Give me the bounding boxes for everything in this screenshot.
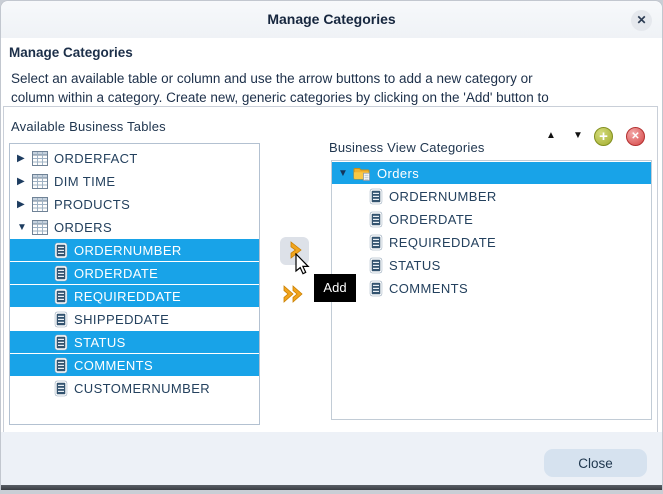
table-icon <box>32 197 48 212</box>
tree-item-label: STATUS <box>389 258 441 273</box>
available-table-item-customernumber[interactable]: CUSTOMERNUMBER <box>10 377 259 400</box>
column-icon <box>54 265 68 282</box>
table-icon <box>32 220 48 235</box>
remove-category-button[interactable]: ✕ <box>626 127 645 146</box>
double-chevron-right-icon <box>280 283 306 308</box>
description-line-1: Select an available table or column and … <box>11 71 533 86</box>
add-category-icon: + <box>599 128 608 145</box>
close-icon: ✕ <box>636 13 647 27</box>
available-table-item-status[interactable]: STATUS <box>10 331 259 354</box>
available-table-item-orders[interactable]: ▼ ORDERS <box>10 216 259 239</box>
move-up-icon: ▲ <box>546 130 556 141</box>
column-icon <box>54 311 68 328</box>
tree-item-label: COMMENTS <box>389 281 469 296</box>
description-line-2: column within a category. Create new, ge… <box>11 90 549 105</box>
content-area: Available Business Tables ▶ ORDERFACT ▶ DIM… <box>3 106 658 434</box>
view-categories-label: Business View Categories <box>329 140 485 155</box>
tree-item-label: Orders <box>377 165 420 181</box>
collapse-icon[interactable]: ▼ <box>338 167 349 179</box>
available-table-item-comments[interactable]: COMMENTS <box>10 354 259 377</box>
section-heading: Manage Categories <box>9 45 133 60</box>
expand-icon[interactable]: ▶ <box>17 153 26 164</box>
column-icon <box>369 211 383 228</box>
category-item-requireddate[interactable]: REQUIREDDATE <box>332 231 651 254</box>
tree-item-label: PRODUCTS <box>54 197 131 212</box>
tree-item-label: CUSTOMERNUMBER <box>74 381 211 396</box>
tree-item-label: ORDERDATE <box>74 265 159 281</box>
tree-item-label: DIM TIME <box>54 174 116 189</box>
available-tables-label: Available Business Tables <box>11 119 166 134</box>
available-table-item-products[interactable]: ▶ PRODUCTS <box>10 193 259 216</box>
add-category-button[interactable]: + <box>594 127 613 146</box>
available-table-item-ordernumber[interactable]: ORDERNUMBER <box>10 239 259 262</box>
tree-item-label: ORDERDATE <box>389 212 474 227</box>
tree-item-label: COMMENTS <box>74 357 154 373</box>
move-all-button[interactable] <box>278 284 308 306</box>
single-chevron-right-icon <box>285 238 305 265</box>
window-bottom-edge <box>1 485 662 490</box>
tree-item-label: ORDERFACT <box>54 151 138 166</box>
intro-section: Manage Categories Select an available ta… <box>1 38 662 106</box>
expand-icon[interactable]: ▶ <box>17 176 26 187</box>
category-item-ordernumber[interactable]: ORDERNUMBER <box>332 185 651 208</box>
column-icon <box>54 242 68 259</box>
tree-item-label: ORDERS <box>54 220 113 235</box>
column-icon <box>54 357 68 374</box>
tree-item-label: STATUS <box>74 334 126 350</box>
close-button[interactable]: Close <box>544 449 647 477</box>
available-tables-tree: ▶ ORDERFACT ▶ DIM TIME ▶ PRODUCTS ▼ ORDERS ORDER… <box>9 143 260 425</box>
table-icon <box>32 174 48 189</box>
column-icon <box>54 334 68 351</box>
column-icon <box>369 280 383 297</box>
category-item-comments[interactable]: COMMENTS <box>332 277 651 300</box>
add-tooltip: Add <box>314 274 356 302</box>
collapse-icon[interactable]: ▼ <box>17 222 28 233</box>
column-icon <box>369 257 383 274</box>
category-item-orders[interactable]: ▼ Orders <box>332 162 651 185</box>
move-down-button[interactable]: ▼ <box>570 128 586 144</box>
available-table-item-dim-time[interactable]: ▶ DIM TIME <box>10 170 259 193</box>
category-item-status[interactable]: STATUS <box>332 254 651 277</box>
dialog-title: Manage Categories <box>267 11 396 27</box>
available-table-item-shippeddate[interactable]: SHIPPEDDATE <box>10 308 259 331</box>
tree-item-label: ORDERNUMBER <box>74 242 182 258</box>
available-table-item-orderdate[interactable]: ORDERDATE <box>10 262 259 285</box>
dialog-close-button[interactable]: ✕ <box>631 10 652 31</box>
tree-item-label: REQUIREDDATE <box>74 288 182 304</box>
description-text: Select an available table or column and … <box>11 69 549 107</box>
move-up-button[interactable]: ▲ <box>543 128 559 144</box>
table-icon <box>32 151 48 166</box>
dialog-footer: Close <box>1 432 662 485</box>
column-icon <box>369 188 383 205</box>
expand-icon[interactable]: ▶ <box>17 199 26 210</box>
tree-item-label: ORDERNUMBER <box>389 189 497 204</box>
column-icon <box>369 234 383 251</box>
move-down-icon: ▼ <box>573 130 583 141</box>
move-selected-button[interactable] <box>280 237 309 265</box>
available-table-item-orderfact[interactable]: ▶ ORDERFACT <box>10 147 259 170</box>
column-icon <box>54 380 68 397</box>
tree-item-label: REQUIREDDATE <box>389 235 497 250</box>
category-icon <box>353 166 371 181</box>
dialog-titlebar[interactable]: Manage Categories ✕ <box>1 1 662 38</box>
tree-item-label: SHIPPEDDATE <box>74 312 170 327</box>
column-icon <box>54 288 68 305</box>
available-table-item-requireddate[interactable]: REQUIREDDATE <box>10 285 259 308</box>
category-item-orderdate[interactable]: ORDERDATE <box>332 208 651 231</box>
remove-category-icon: ✕ <box>631 131 640 142</box>
mouse-cursor <box>295 252 310 280</box>
